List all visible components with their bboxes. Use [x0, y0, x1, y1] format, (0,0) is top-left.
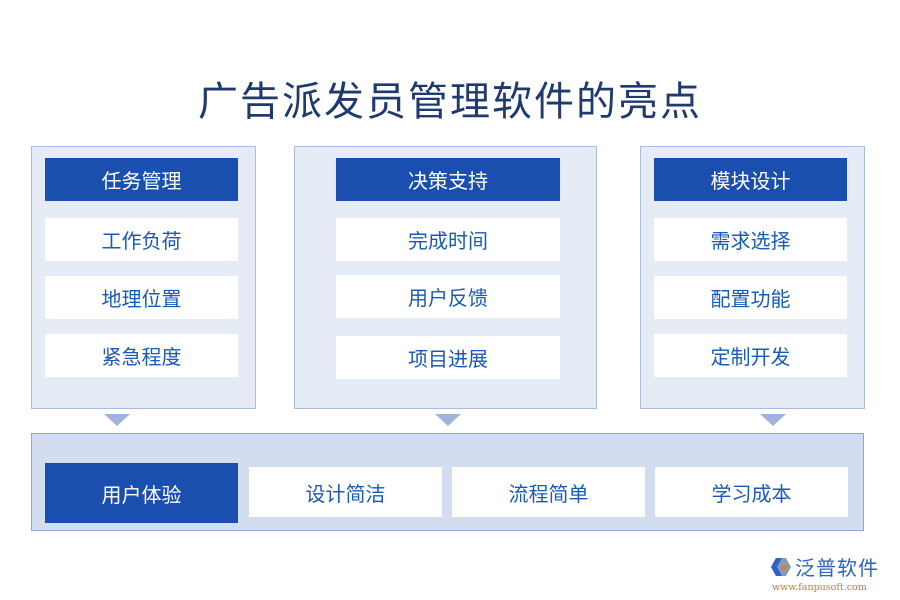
- bar-item: 设计简洁: [249, 467, 442, 517]
- arrow-down-icon: [104, 414, 130, 426]
- brand-logo: 泛普软件 www.fanpusoft.com: [770, 552, 895, 594]
- logo-name: 泛普软件: [795, 556, 879, 580]
- panel-item: 项目进展: [336, 336, 560, 379]
- bar-item: 学习成本: [655, 467, 848, 517]
- panel-item: 配置功能: [654, 276, 847, 319]
- logo-url: www.fanpusoft.com: [772, 582, 867, 593]
- bar-header: 用户体验: [45, 463, 238, 523]
- arrow-down-icon: [435, 414, 461, 426]
- panel-item: 完成时间: [336, 218, 560, 261]
- panel-decision-support: 决策支持 完成时间 用户反馈 项目进展: [294, 146, 597, 409]
- page-title: 广告派发员管理软件的亮点: [198, 79, 702, 125]
- panel-header: 任务管理: [45, 158, 238, 201]
- arrow-down-icon: [760, 414, 786, 426]
- panel-module-design: 模块设计 需求选择 配置功能 定制开发: [640, 146, 865, 409]
- panel-item: 用户反馈: [336, 275, 560, 318]
- panel-header: 决策支持: [336, 158, 560, 201]
- bar-item: 流程简单: [452, 467, 645, 517]
- panel-item: 工作负荷: [45, 218, 238, 261]
- panel-header: 模块设计: [654, 158, 847, 201]
- panel-item: 定制开发: [654, 334, 847, 377]
- panel-item: 紧急程度: [45, 334, 238, 377]
- user-experience-bar: 用户体验 设计简洁 流程简单 学习成本: [31, 433, 864, 531]
- panel-item: 地理位置: [45, 276, 238, 319]
- fanpu-logo-icon: [771, 557, 791, 576]
- panel-item: 需求选择: [654, 218, 847, 261]
- panel-task-management: 任务管理 工作负荷 地理位置 紧急程度: [31, 146, 256, 409]
